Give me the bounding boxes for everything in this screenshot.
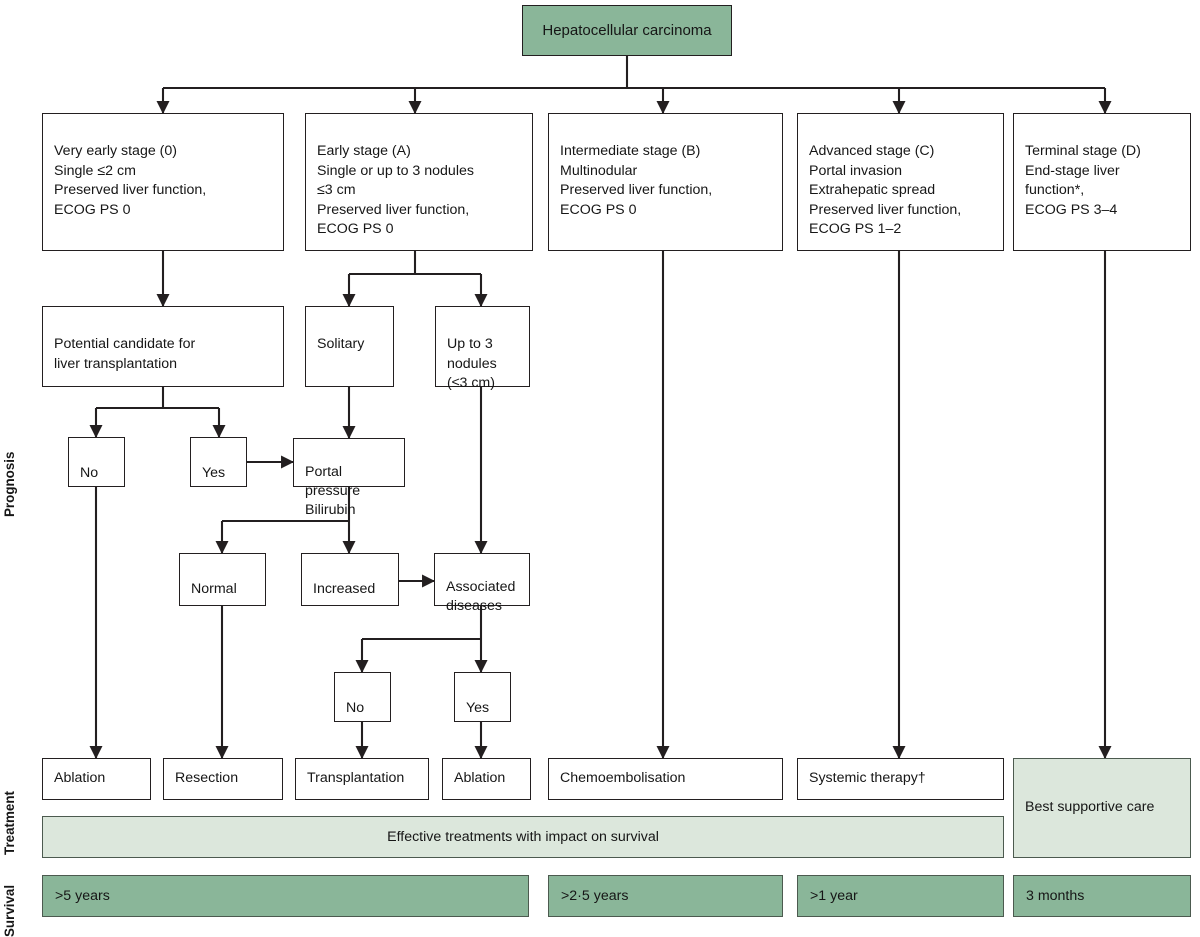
stage-box-terminal-label: Terminal stage (D) End-stage liver funct… [1025, 143, 1141, 218]
row-label-treatment: Treatment [2, 791, 17, 855]
treatment-box-best-supportive-care-label: Best supportive care [1025, 799, 1155, 816]
treatment-box-ablation-2-label: Ablation [454, 770, 506, 787]
survival-band-advanced-label: >1 year [810, 888, 858, 904]
decision-box-candidate-yes[interactable]: Yes [190, 437, 247, 487]
root-node-hepatocellular-carcinoma[interactable]: Hepatocellular carcinoma [522, 5, 732, 56]
decision-box-assoc-yes-label: Yes [466, 700, 490, 717]
stage-box-advanced[interactable]: Advanced stage (C) Portal invasion Extra… [797, 113, 1004, 251]
survival-band-intermediate: >2·5 years [548, 875, 783, 917]
decision-box-assoc-yes[interactable]: Yes [454, 672, 511, 722]
treatment-box-resection[interactable]: Resection [163, 758, 283, 800]
survival-band-intermediate-label: >2·5 years [561, 888, 629, 904]
stage-box-very-early-label: Very early stage (0) Single ≤2 cm Preser… [54, 143, 207, 218]
decision-box-normal[interactable]: Normal [179, 553, 266, 606]
survival-band-advanced: >1 year [797, 875, 1004, 917]
decision-box-solitary[interactable]: Solitary [305, 306, 394, 387]
decision-box-associated-diseases-label: Associated diseases [446, 579, 516, 614]
stage-box-terminal[interactable]: Terminal stage (D) End-stage liver funct… [1013, 113, 1191, 251]
decision-box-associated-diseases[interactable]: Associated diseases [434, 553, 530, 614]
decision-box-transplant-candidate-label: Potential candidate for liver transplant… [54, 336, 196, 372]
survival-band-very-early-early-label: >5 years [55, 888, 110, 904]
stage-box-intermediate-label: Intermediate stage (B) Multinodular Pres… [560, 143, 713, 218]
decision-box-solitary-label: Solitary [317, 336, 365, 353]
stage-box-intermediate[interactable]: Intermediate stage (B) Multinodular Pres… [548, 113, 783, 251]
treatment-box-best-supportive-care[interactable]: Best supportive care [1013, 758, 1191, 858]
decision-box-normal-label: Normal [191, 581, 237, 598]
effective-treatments-band: Effective treatments with impact on surv… [42, 816, 1004, 858]
stage-box-early-label: Early stage (A) Single or up to 3 nodule… [317, 143, 474, 238]
treatment-box-chemoembolisation[interactable]: Chemoembolisation [548, 758, 783, 800]
treatment-box-ablation-2[interactable]: Ablation [442, 758, 531, 800]
decision-box-assoc-no-label: No [346, 700, 365, 717]
stage-box-early[interactable]: Early stage (A) Single or up to 3 nodule… [305, 113, 533, 251]
treatment-box-resection-label: Resection [175, 770, 239, 787]
decision-box-candidate-no[interactable]: No [68, 437, 125, 487]
treatment-box-ablation-1-label: Ablation [54, 770, 106, 787]
survival-band-terminal: 3 months [1013, 875, 1191, 917]
decision-box-transplant-candidate[interactable]: Potential candidate for liver transplant… [42, 306, 284, 387]
stage-box-very-early[interactable]: Very early stage (0) Single ≤2 cm Preser… [42, 113, 284, 251]
effective-treatments-band-label: Effective treatments with impact on surv… [387, 829, 659, 845]
stage-box-advanced-label: Advanced stage (C) Portal invasion Extra… [809, 143, 962, 238]
treatment-box-chemoembolisation-label: Chemoembolisation [560, 770, 686, 787]
survival-band-very-early-early: >5 years [42, 875, 529, 917]
treatment-box-transplantation[interactable]: Transplantation [295, 758, 429, 800]
decision-box-candidate-no-label: No [80, 465, 99, 482]
treatment-box-systemic-therapy-label: Systemic therapy† [809, 770, 926, 787]
decision-box-candidate-yes-label: Yes [202, 465, 226, 482]
row-label-prognosis: Prognosis [2, 451, 17, 517]
decision-box-increased-label: Increased [313, 581, 376, 598]
row-label-survival: Survival [2, 884, 17, 937]
survival-band-terminal-label: 3 months [1026, 888, 1085, 904]
decision-box-increased[interactable]: Increased [301, 553, 399, 606]
decision-box-portal-pressure-bilirubin-label: Portal pressure Bilirubin [305, 464, 361, 518]
decision-box-up-to-3-nodules-label: Up to 3 nodules (≤3 cm) [447, 336, 497, 392]
decision-box-portal-pressure-bilirubin[interactable]: Portal pressure Bilirubin [293, 438, 405, 518]
treatment-box-systemic-therapy[interactable]: Systemic therapy† [797, 758, 1004, 800]
root-node-label: Hepatocellular carcinoma [542, 21, 712, 39]
decision-box-assoc-no[interactable]: No [334, 672, 391, 722]
treatment-box-transplantation-label: Transplantation [307, 770, 405, 787]
decision-box-up-to-3-nodules[interactable]: Up to 3 nodules (≤3 cm) [435, 306, 530, 391]
treatment-box-ablation-1[interactable]: Ablation [42, 758, 151, 800]
